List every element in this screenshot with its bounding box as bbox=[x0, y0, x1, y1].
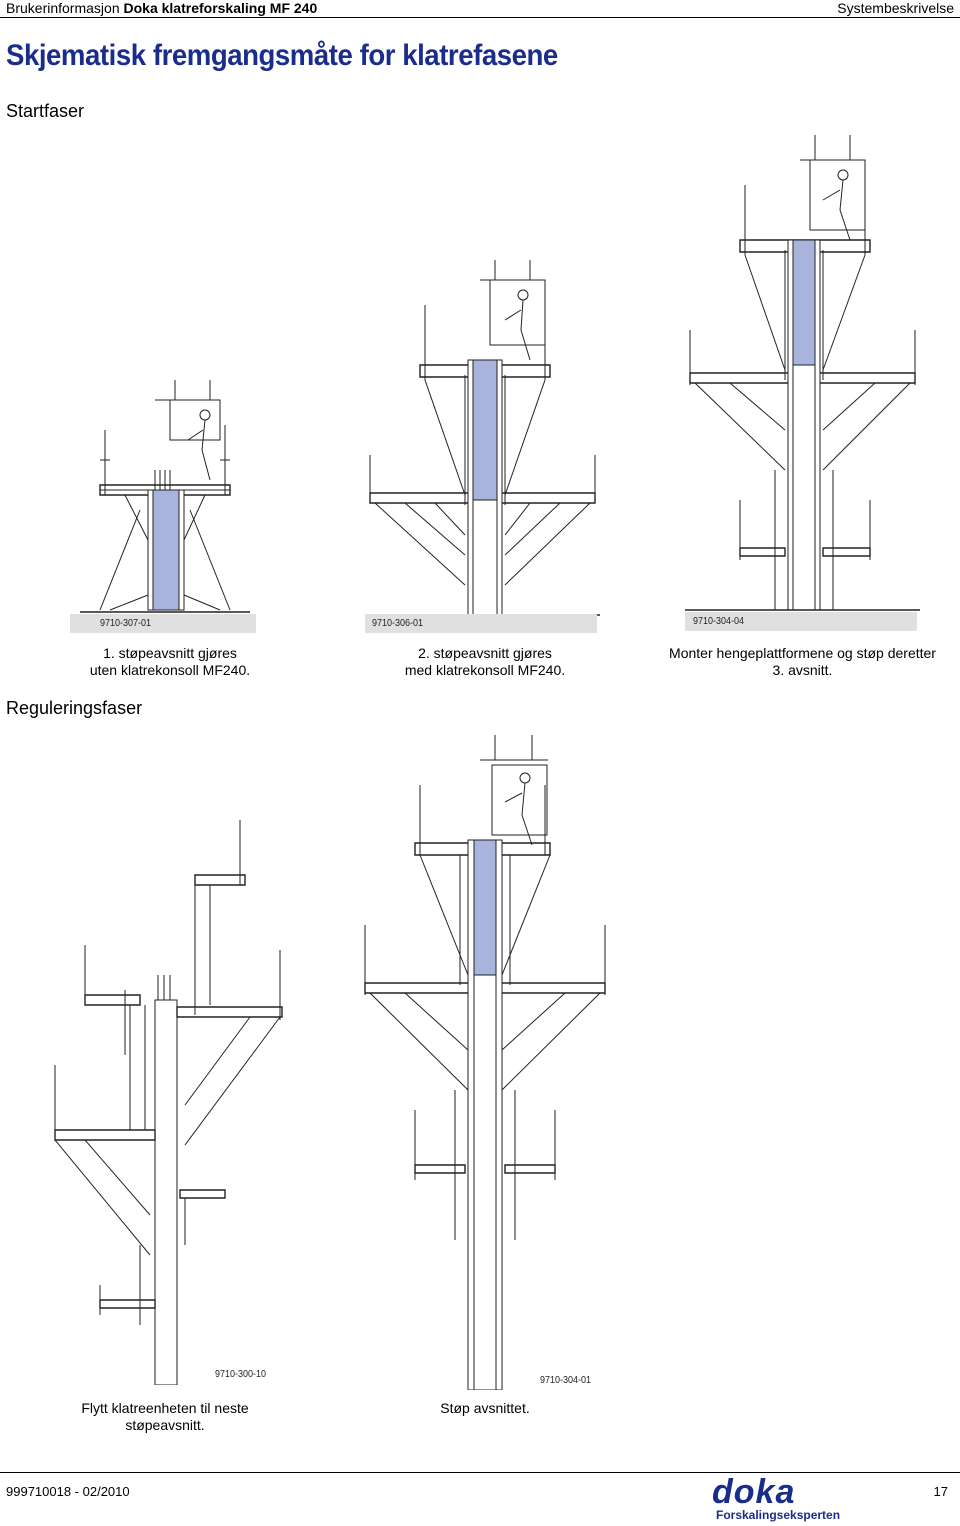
footer-doc-number: 999710018 - 02/2010 bbox=[6, 1484, 130, 1499]
figure-2-code-bar bbox=[365, 614, 597, 633]
header-right: Systembeskrivelse bbox=[837, 0, 954, 16]
logo-tagline: Forskalingseksperten bbox=[716, 1508, 841, 1522]
header-product: Doka klatreforskaling MF 240 bbox=[123, 0, 318, 16]
figure-2-caption-line2: med klatrekonsoll MF240. bbox=[404, 662, 566, 678]
figure-5-caption: Støp avsnittet. bbox=[410, 1400, 560, 1417]
figure-1-caption-line1: 1. støpeavsnitt gjøres bbox=[103, 645, 237, 661]
figure-3-code: 9710-304-04 bbox=[693, 616, 745, 627]
figure-4-caption-line1: Flytt klatreenheten til neste bbox=[81, 1400, 249, 1416]
section-startfaser: Startfaser bbox=[6, 101, 85, 121]
figure-1-drawing bbox=[70, 370, 260, 620]
figure-3-code-bar bbox=[685, 612, 917, 631]
figure-3-drawing bbox=[685, 130, 920, 615]
doka-logo: doka Forskalingseksperten bbox=[712, 1473, 852, 1524]
figure-4-caption-line2: støpeavsnitt. bbox=[125, 1417, 205, 1433]
figure-2-caption: 2. støpeavsnitt gjøres med klatrekonsoll… bbox=[370, 645, 600, 679]
header-rule bbox=[0, 17, 960, 18]
figure-3-caption-line2: 3. avsnitt. bbox=[772, 662, 833, 678]
header-prefix: Brukerinformasjon bbox=[6, 0, 120, 16]
figure-5-drawing bbox=[360, 730, 610, 1390]
figure-1-code-bar bbox=[70, 614, 256, 633]
page-number: 17 bbox=[933, 1484, 948, 1499]
figure-1-caption-line2: uten klatrekonsoll MF240. bbox=[89, 662, 251, 678]
figure-1-code: 9710-307-01 bbox=[100, 618, 152, 629]
figure-4-caption: Flytt klatreenheten til neste støpeavsni… bbox=[55, 1400, 275, 1434]
figure-2-code: 9710-306-01 bbox=[372, 618, 424, 629]
section-reguleringsfaser: Reguleringsfaser bbox=[6, 698, 143, 718]
figure-5-code: 9710-304-01 bbox=[540, 1375, 592, 1386]
logo-word: doka bbox=[712, 1473, 796, 1511]
header-left: Brukerinformasjon Doka klatreforskaling … bbox=[6, 0, 317, 16]
figure-4-code: 9710-300-10 bbox=[215, 1369, 267, 1380]
figure-3-caption: Monter hengeplattformene og støp derette… bbox=[650, 645, 955, 679]
figure-5-caption-line1: Støp avsnittet. bbox=[440, 1400, 530, 1416]
figure-3-caption-line1: Monter hengeplattformene og støp derette… bbox=[669, 645, 936, 661]
figure-2-drawing bbox=[365, 255, 600, 620]
figure-2-caption-line1: 2. støpeavsnitt gjøres bbox=[418, 645, 552, 661]
figure-4-drawing bbox=[50, 815, 290, 1385]
page-title: Skjematisk fremgangsmåte for klatrefasen… bbox=[6, 39, 558, 72]
footer-rule bbox=[0, 1472, 960, 1473]
figure-1-caption: 1. støpeavsnitt gjøres uten klatrekonsol… bbox=[60, 645, 280, 679]
